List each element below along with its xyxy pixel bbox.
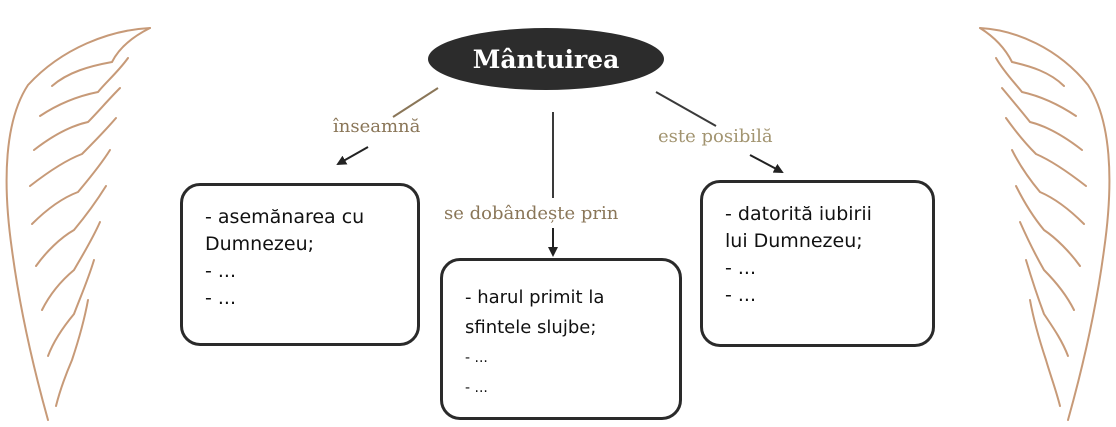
root-node: Mântuirea <box>428 28 664 90</box>
connector-left-top <box>392 87 439 118</box>
box-left-line: - ... <box>205 260 237 282</box>
box-left-line: - asemănarea cu <box>205 206 365 228</box>
connector-left-arrow <box>336 146 369 165</box>
connector-right-arrow <box>749 154 784 173</box>
connector-right-top <box>655 91 717 127</box>
box-right: - datorită iubirii lui Dumnezeu; - ... -… <box>700 180 935 347</box>
box-middle: - harul primit la sfintele slujbe; - ...… <box>440 258 682 420</box>
edge-label-middle: se dobândește prin <box>444 203 619 224</box>
box-right-line: - datorită iubirii <box>725 203 872 225</box>
box-right-line: - ... <box>725 257 757 279</box>
box-middle-line: sfintele slujbe; <box>465 317 597 338</box>
box-middle-line: - harul primit la <box>465 287 605 308</box>
edge-label-left: înseamnă <box>333 116 421 137</box>
box-left: - asemănarea cu Dumnezeu; - ... - ... <box>180 183 420 346</box>
angel-wing-icon <box>979 27 1111 421</box>
box-middle-line: - ... <box>465 380 488 396</box>
box-left-line: - ... <box>205 287 237 309</box>
box-right-line: - ... <box>725 284 757 306</box>
root-node-label: Mântuirea <box>472 44 620 74</box>
angel-wing-icon <box>5 27 151 421</box>
box-left-line: Dumnezeu; <box>205 233 315 255</box>
edge-label-right: este posibilă <box>658 126 773 147</box>
box-middle-line: - ... <box>465 350 488 366</box>
box-right-line: lui Dumnezeu; <box>725 230 863 252</box>
